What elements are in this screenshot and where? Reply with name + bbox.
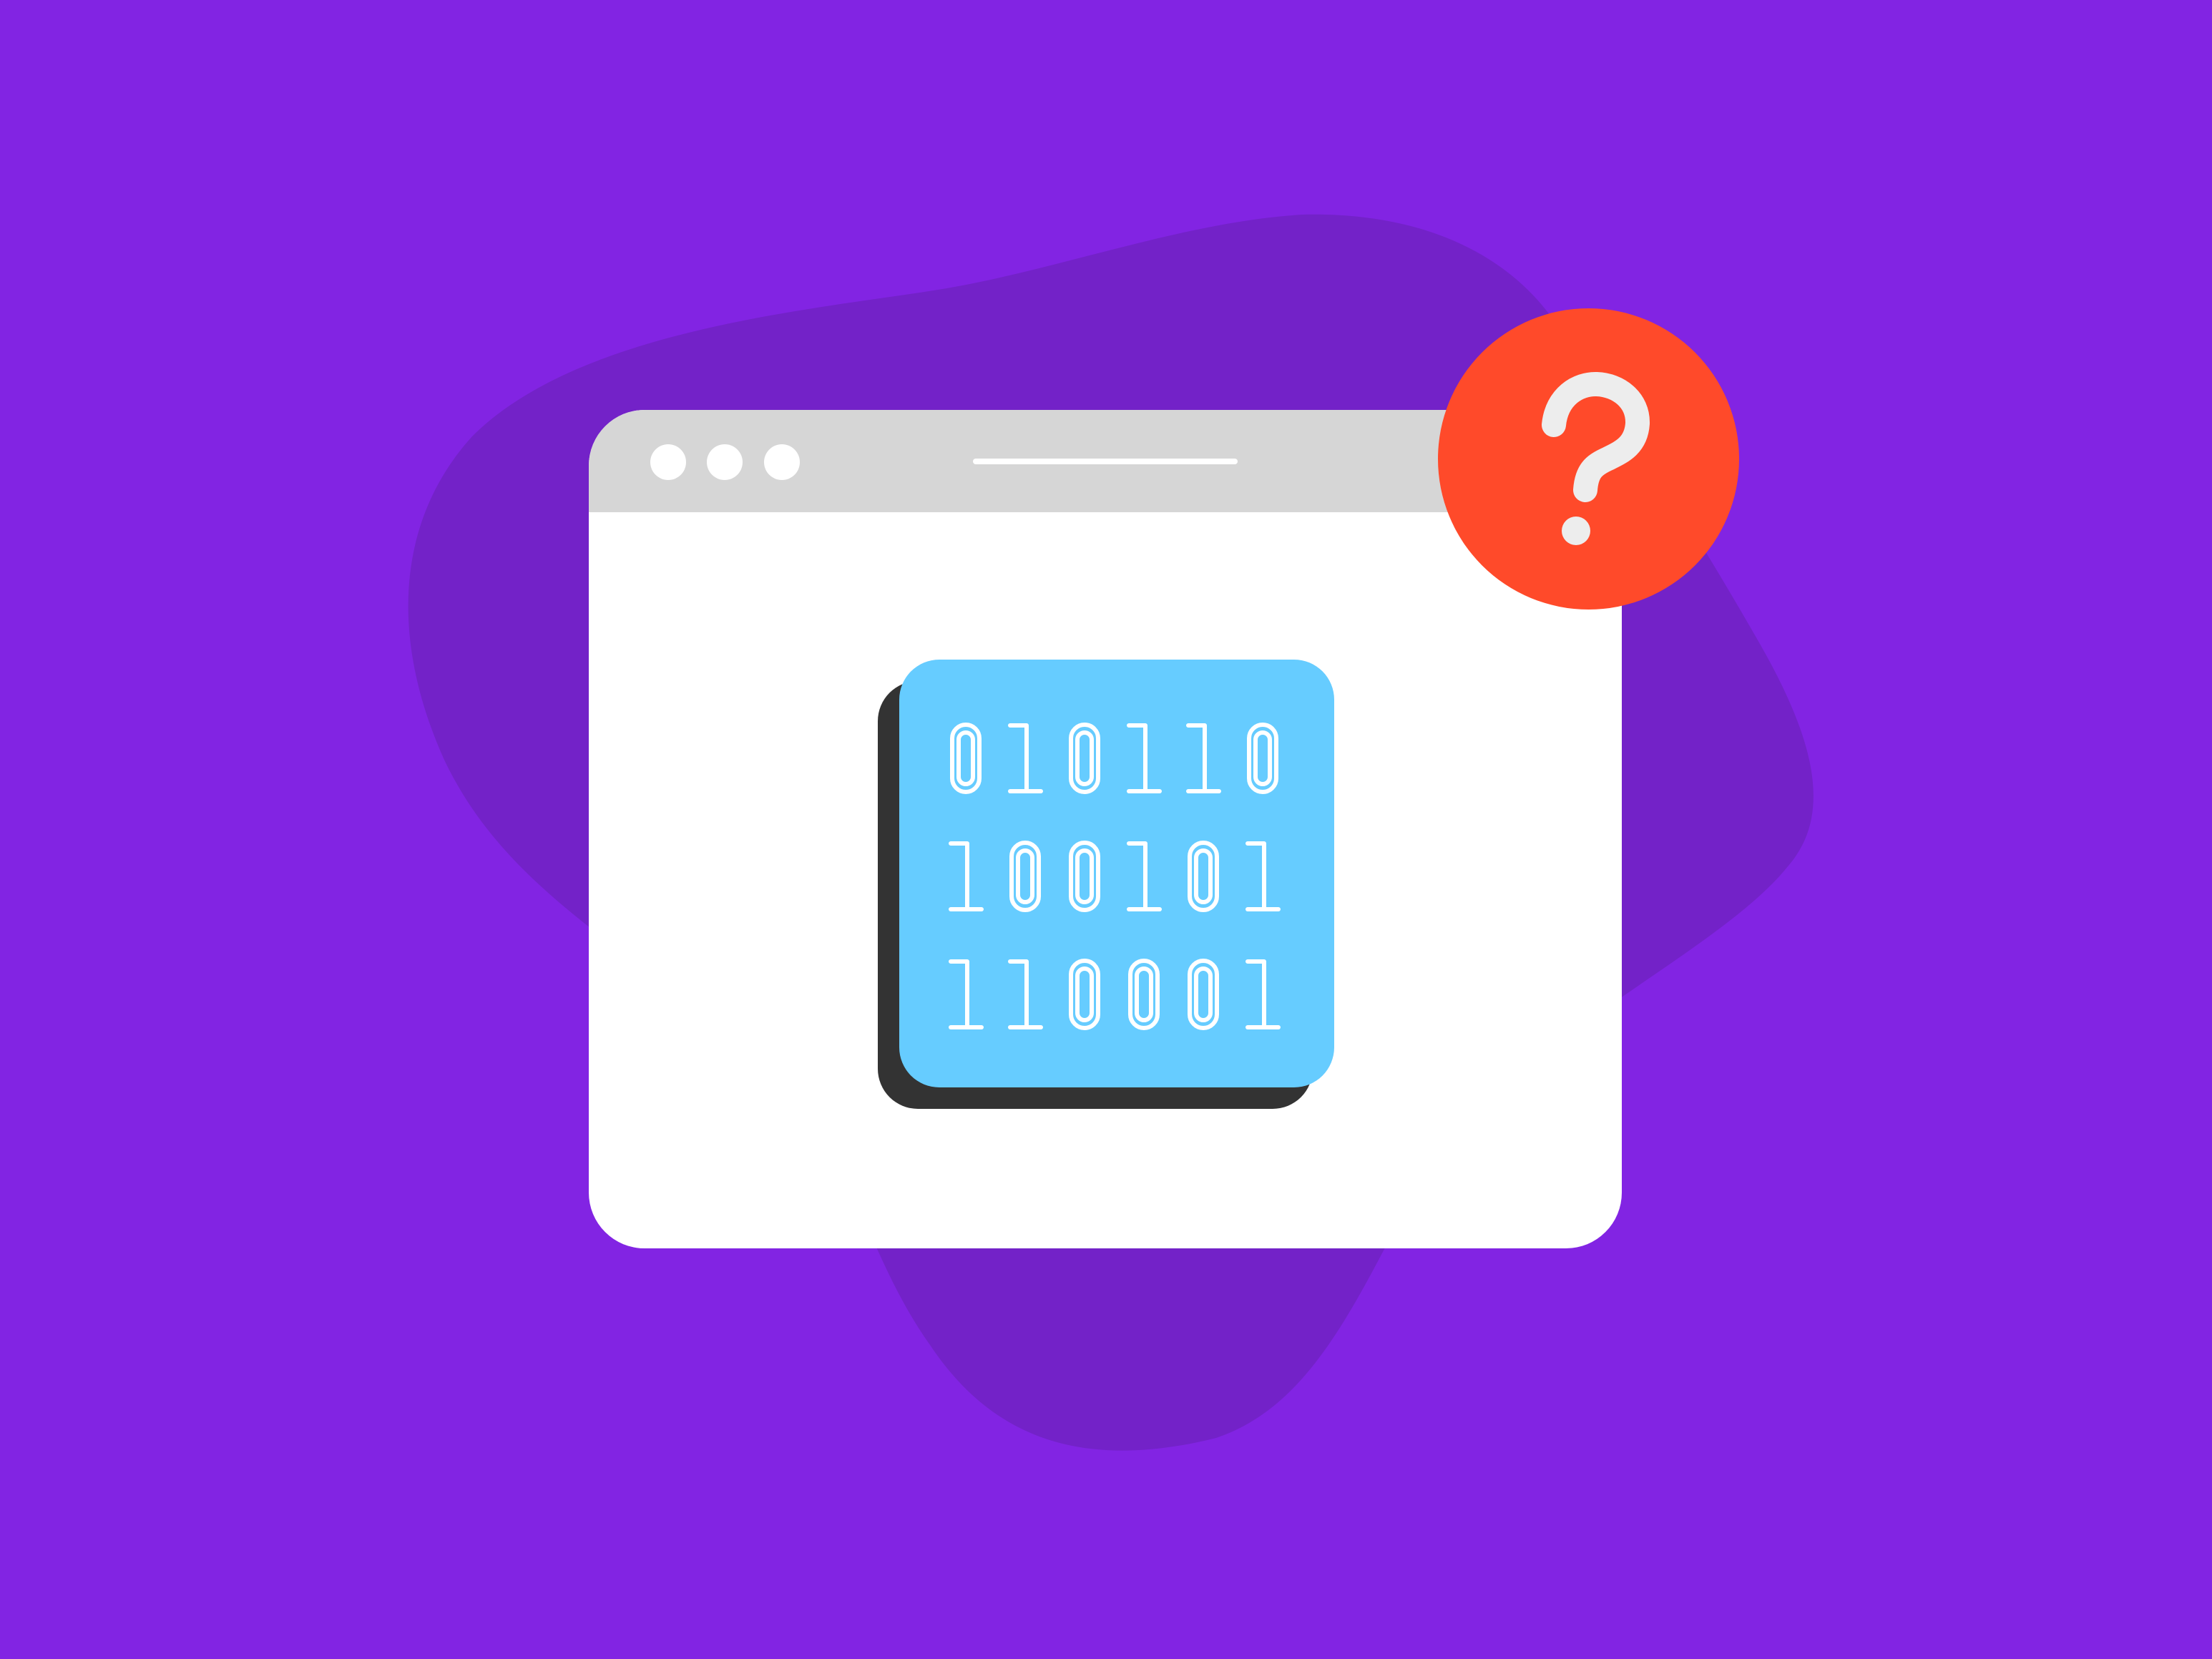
binary-digit-zero [1069, 959, 1100, 1030]
address-line-icon[interactable] [973, 459, 1238, 464]
binary-digit-one [1246, 841, 1281, 911]
binary-digit-one [1008, 723, 1043, 793]
window-dot-icon[interactable] [650, 444, 686, 480]
window-dot-icon[interactable] [707, 444, 743, 480]
window-dot-icon[interactable] [764, 444, 800, 480]
binary-digit-one [1008, 959, 1043, 1029]
binary-digit-one [1186, 723, 1221, 793]
binary-digit-zero [1188, 841, 1219, 912]
binary-digit-one [1127, 841, 1162, 911]
binary-digit-one [949, 841, 984, 911]
binary-digit-zero [1188, 959, 1219, 1030]
binary-digit-zero [950, 723, 982, 794]
binary-digit-zero [1069, 841, 1100, 912]
binary-digit-zero [1009, 841, 1041, 912]
binary-digit-one [1246, 959, 1281, 1029]
binary-digit-zero [1128, 959, 1160, 1030]
binary-digit-zero [1069, 723, 1100, 794]
question-mark-icon [1542, 372, 1650, 545]
binary-code-grid [949, 723, 1281, 1030]
binary-digit-one [949, 959, 984, 1029]
binary-digit-zero [1247, 723, 1278, 794]
binary-card [899, 660, 1334, 1087]
help-badge[interactable] [1438, 308, 1739, 610]
binary-digit-one [1127, 723, 1162, 793]
